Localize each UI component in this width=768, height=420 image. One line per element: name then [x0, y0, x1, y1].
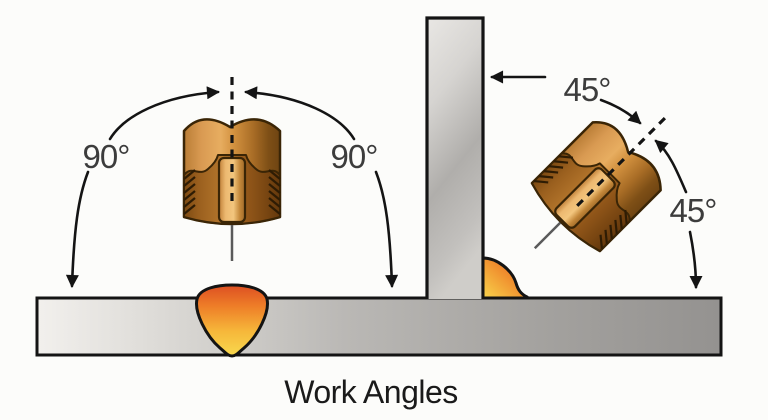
welding-nozzle-vertical: [182, 75, 282, 263]
right-angle-arcs: [490, 70, 703, 289]
left-angle-label-left: 90°: [83, 138, 130, 175]
weld-pool-fillet: [481, 256, 529, 300]
right-angle-label-plate: 45°: [564, 71, 611, 108]
left-angle-arcs: [65, 86, 399, 288]
horizontal-base-plate: [35, 296, 723, 357]
arc-gun-upper: [599, 98, 642, 125]
arc-left-upper: [108, 86, 220, 141]
figure-caption: Work Angles: [284, 374, 458, 410]
left-angle-label-right: 90°: [331, 138, 378, 175]
arc-right-lower: [374, 170, 399, 288]
arc-gun-mid: [654, 139, 688, 194]
right-angle-label-gun: 45°: [670, 192, 717, 229]
arc-gun-lower: [688, 230, 703, 289]
weld-pool-flat: [195, 283, 269, 358]
welding-nozzle-45deg: [499, 82, 701, 284]
arc-right-upper: [244, 86, 356, 141]
arc-left-lower: [65, 170, 90, 288]
vertical-plate: [425, 16, 485, 299]
